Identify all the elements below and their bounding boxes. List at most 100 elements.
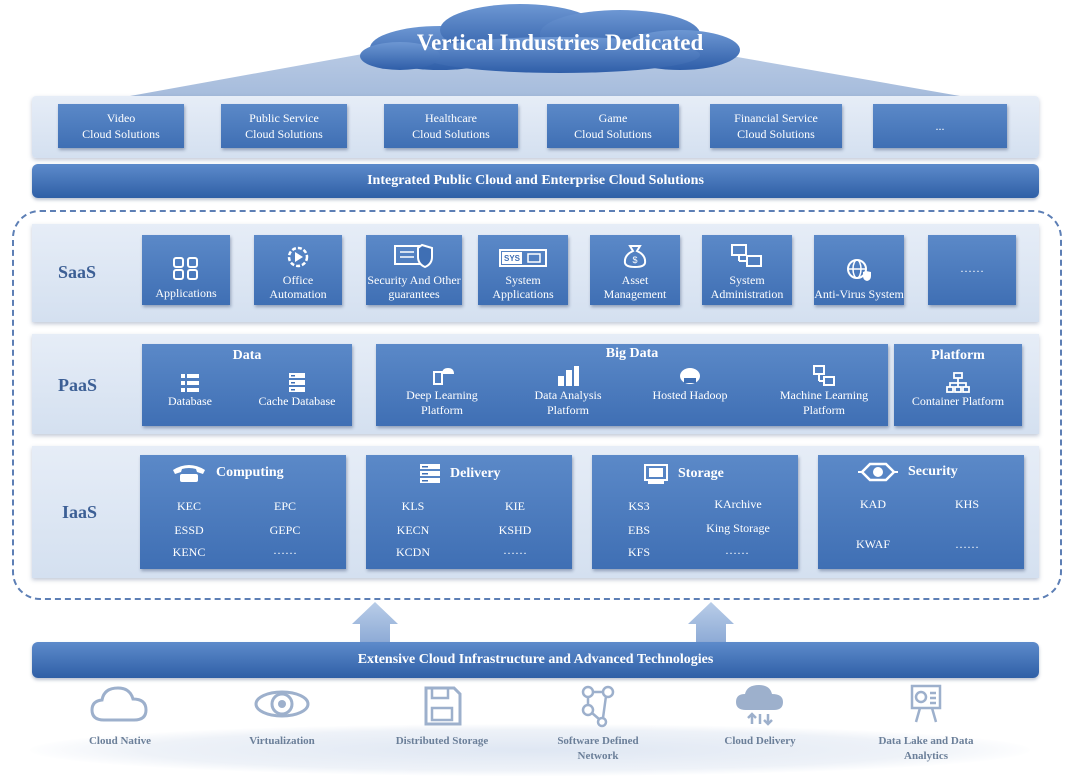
foundation-label: Virtualization	[249, 735, 315, 747]
iaas-service[interactable]: KWAF	[855, 537, 890, 551]
paas-item-label: Data Analysis Platform	[534, 388, 602, 417]
foundation-distributed-storage[interactable]: Distributed Storage	[382, 682, 502, 749]
network-icon	[581, 685, 615, 728]
sys-icon: SYS	[499, 249, 547, 267]
iaas-group-header: Delivery	[418, 463, 501, 485]
iaas-service[interactable]: KFS	[627, 545, 650, 559]
hadoop-icon	[680, 368, 700, 384]
paas-item-label: Hosted Hadoop	[652, 388, 728, 402]
solution-card[interactable]: ...	[873, 104, 1007, 148]
paas-item-label: Container Platform	[911, 394, 1005, 408]
floppy-icon	[424, 686, 462, 726]
foundation-label: Distributed Storage	[395, 735, 489, 747]
iaas-service[interactable]: GEPC	[269, 523, 301, 537]
iaas-service[interactable]: ……	[273, 543, 297, 557]
saas-asset-management[interactable]: $ Asset Management	[590, 235, 680, 305]
solutions-band	[32, 96, 1039, 158]
roof-shape	[130, 4, 960, 96]
phone-icon	[173, 465, 205, 482]
iaas-service[interactable]: KS3	[628, 499, 650, 513]
paas-bigdata-panel: Big Data Deep Learning Platform Data Ana…	[376, 344, 888, 426]
foundation-label: Cloud Delivery	[724, 735, 796, 747]
paas-container-platform[interactable]: Container Platform	[898, 372, 1018, 409]
iaas-service[interactable]: ……	[955, 537, 979, 551]
cloud-icon	[90, 686, 148, 722]
iaas-group-title: Storage	[678, 466, 724, 481]
up-arrows	[352, 602, 734, 642]
paas-machine-learning[interactable]: Machine Learning Platform	[768, 364, 880, 418]
paas-item-label: Deep Learning Platform	[406, 388, 478, 417]
iaas-computing-panel: Computing KEC EPC ESSD GEPC KENC ……	[140, 455, 346, 569]
paas-data-title: Data	[232, 348, 262, 363]
server-icon	[420, 464, 440, 483]
foundation-data-lake[interactable]: Data Lake and Data Analytics	[866, 682, 986, 764]
iaas-service[interactable]: EPC	[273, 499, 296, 513]
foundation-cloud-delivery[interactable]: Cloud Delivery	[700, 682, 820, 749]
iaas-service[interactable]: KIE	[505, 499, 525, 513]
paas-label: PaaS	[58, 375, 98, 395]
saas-system-applications[interactable]: SYS System Applications	[478, 235, 568, 305]
iaas-service[interactable]: ……	[503, 543, 527, 557]
infrastructure-bar: Extensive Cloud Infrastructure and Advan…	[32, 642, 1039, 678]
iaas-service[interactable]: KArchive	[714, 497, 762, 511]
iaas-service[interactable]: KECN	[396, 523, 430, 537]
iaas-group-title: Delivery	[450, 466, 501, 481]
saas-anti-virus[interactable]: Anti-Virus System	[814, 235, 904, 305]
iaas-service[interactable]: ……	[725, 543, 749, 557]
data-analysis-icon	[558, 366, 579, 386]
iaas-service[interactable]: KSHD	[498, 523, 532, 537]
foundation-cloud-native[interactable]: Cloud Native	[60, 682, 180, 749]
saas-item-label: Security And Other guarantees	[367, 273, 461, 301]
iaas-service[interactable]: KLS	[401, 499, 425, 513]
up-arrow-right	[688, 602, 734, 642]
iaas-service[interactable]: KAD	[860, 497, 886, 511]
iaas-service[interactable]: KEC	[177, 499, 201, 513]
paas-platform-title: Platform	[931, 348, 985, 363]
iaas-service[interactable]: King Storage	[706, 521, 770, 535]
foundation-base	[30, 724, 1030, 776]
saas-office-automation[interactable]: Office Automation	[254, 235, 342, 305]
foundation-virtualization[interactable]: Virtualization	[222, 682, 342, 749]
shield-monitor-icon	[394, 243, 433, 269]
solution-line1: Healthcare	[425, 111, 477, 125]
saas-item-label: ……	[960, 260, 984, 275]
money-bag-icon: $	[623, 245, 647, 269]
saas-item-label: System Administration	[710, 273, 784, 301]
iaas-group-title: Computing	[216, 465, 284, 480]
storage-icon	[644, 464, 668, 484]
dashed-stack-frame	[12, 210, 1062, 600]
paas-database[interactable]: Database	[152, 372, 228, 409]
database-icon	[181, 374, 199, 392]
iaas-service[interactable]: EBS	[627, 523, 650, 537]
iaas-group-header: Computing	[170, 463, 284, 483]
solution-line2: Cloud Solutions	[245, 127, 323, 141]
saas-more[interactable]: ……	[928, 235, 1016, 305]
paas-cache-database[interactable]: Cache Database	[242, 372, 352, 409]
paas-deep-learning[interactable]: Deep Learning Platform	[390, 364, 494, 418]
iaas-group-title: Security	[908, 464, 958, 479]
iaas-service[interactable]: KHS	[954, 497, 979, 511]
paas-item-label: Cache Database	[258, 394, 336, 408]
paas-hosted-hadoop[interactable]: Hosted Hadoop	[638, 364, 742, 403]
paas-data-analysis[interactable]: Data Analysis Platform	[516, 364, 620, 418]
saas-item-label: Applications	[155, 286, 217, 300]
solution-line2: Cloud Solutions	[412, 127, 490, 141]
paas-bigdata-title: Big Data	[605, 346, 659, 361]
foundation-label: Cloud Native	[88, 735, 152, 747]
cloud-shape	[360, 4, 740, 73]
solution-line1: Game	[598, 111, 628, 125]
iaas-service[interactable]: ESSD	[174, 523, 204, 537]
iaas-service[interactable]: KCDN	[395, 545, 430, 559]
computers-icon	[731, 244, 762, 267]
saas-applications[interactable]: Applications	[142, 235, 230, 305]
iaas-service[interactable]: KENC	[172, 545, 206, 559]
saas-security-guarantees[interactable]: Security And Other guarantees	[366, 235, 462, 305]
foundation-sdn[interactable]: Software Defined Network	[536, 682, 660, 764]
apps-icon	[173, 257, 198, 280]
saas-system-administration[interactable]: System Administration	[702, 235, 792, 305]
